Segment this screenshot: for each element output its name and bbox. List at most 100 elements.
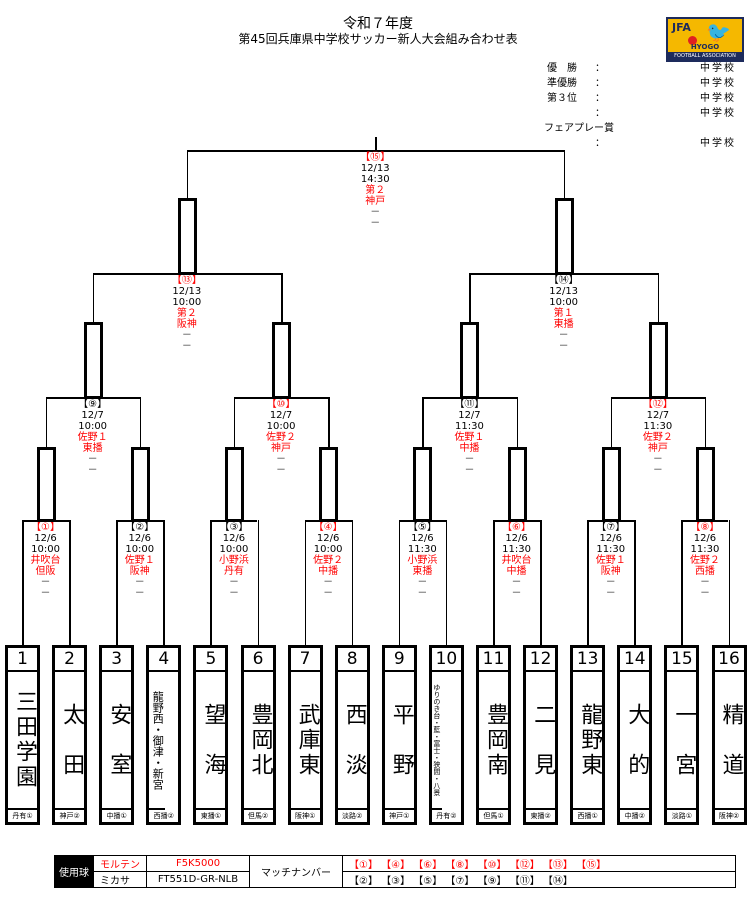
score-box — [130, 447, 150, 522]
match-score2: － — [276, 465, 287, 476]
score-box — [272, 322, 292, 399]
bracket-line — [516, 397, 519, 447]
score-box — [695, 447, 715, 522]
match-date: 12/13 — [549, 286, 579, 297]
match-score1: － — [417, 577, 428, 588]
match-score1: － — [605, 577, 616, 588]
bracket-line — [163, 520, 165, 645]
match-score1: － — [370, 207, 381, 218]
match-venue: 佐野１ — [595, 555, 626, 566]
score-box — [648, 322, 668, 399]
match-venue: 小野浜 — [407, 555, 438, 566]
match-no: 【⑤】 — [407, 522, 437, 533]
team-area: 西播② — [153, 812, 174, 820]
match-score1: － — [323, 577, 334, 588]
match-referee: 中播 — [318, 566, 339, 577]
red-match-numbers: 【①】 【④】 【⑥】 【⑧】 【⑩】 【⑫】 【⑬】 【⑮】 — [342, 855, 736, 872]
bracket-line — [233, 397, 236, 447]
match-referee: 東播 — [412, 566, 433, 577]
team-name: 武庫東 — [290, 672, 323, 810]
bracket-line — [45, 397, 48, 447]
match-venue: 佐野１ — [77, 432, 108, 443]
team-number: 14 — [620, 648, 650, 672]
match-referee: 神戸 — [271, 443, 292, 454]
team-name: 三田学園 — [8, 672, 40, 810]
bracket-line — [257, 520, 259, 645]
match-time: 11:30 — [596, 544, 626, 555]
team-area: 丹有① — [12, 812, 33, 820]
ball2-brand: ミカサ — [93, 871, 147, 888]
match-referee: 西播 — [694, 566, 715, 577]
team-name: 龍野西・御津・新宮 — [149, 672, 166, 810]
match-time: 10:00 — [313, 544, 343, 555]
result-school: 中学校 — [700, 108, 736, 119]
ball1-model: F5K5000 — [146, 855, 250, 872]
team-number: 5 — [196, 648, 226, 672]
match-date: 12/13 — [172, 286, 202, 297]
team-number: 10 — [431, 648, 461, 672]
match-date: 12/7 — [458, 410, 481, 421]
bracket-line — [304, 520, 307, 645]
bracket-line — [281, 273, 283, 323]
match-score2: － — [40, 588, 51, 599]
team-area: 阪神① — [294, 812, 316, 820]
team-name: 一 宮 — [667, 672, 700, 810]
match-date: 12/7 — [269, 410, 293, 421]
team-number: 1 — [8, 648, 37, 672]
match-score1: － — [276, 454, 287, 465]
bracket-line — [704, 397, 707, 447]
match-score2: － — [323, 588, 334, 599]
team-number: 3 — [102, 648, 132, 672]
team-number: 2 — [55, 648, 85, 672]
match-time: 11:30 — [690, 544, 720, 555]
match-no: 【④】 — [313, 522, 343, 533]
team-number: 8 — [337, 648, 367, 672]
bracket-line — [92, 273, 95, 323]
match-no: 【⑨】 — [78, 399, 108, 410]
match-venue: 第１ — [553, 308, 574, 319]
team-area: 淡路② — [342, 812, 363, 820]
team-number: 12 — [526, 648, 556, 672]
match-score1: － — [464, 454, 475, 465]
team-area: 中播① — [106, 812, 127, 820]
match-time: 10:00 — [219, 544, 249, 555]
match-referee: 中播 — [506, 566, 527, 577]
result-colon: ： — [595, 108, 605, 119]
logo-abbr: JFA — [672, 21, 691, 34]
match-no: 【⑮】 — [360, 152, 391, 163]
team-name: 豊岡南 — [479, 672, 511, 810]
team-name: 安 室 — [102, 672, 135, 810]
match-referee: 但阪 — [35, 566, 56, 577]
score-box — [177, 198, 197, 275]
match-no: 【⑬】 — [171, 275, 202, 286]
result-label: 第３位 — [547, 93, 577, 104]
bracket-line — [657, 273, 660, 323]
match-time: 10:00 — [78, 421, 108, 432]
match-score2: － — [558, 341, 569, 352]
jfa-hyogo-logo: JFA 🐦 HYOGO FOOTBALL ASSOCIATION — [666, 17, 744, 62]
match-score1: － — [134, 577, 145, 588]
team-name: 豊岡北 — [243, 672, 276, 810]
match-venue: 第２ — [365, 185, 386, 196]
match-date: 12/7 — [646, 410, 670, 421]
match-date: 12/13 — [360, 163, 390, 174]
match-score2: － — [464, 465, 475, 476]
bracket-line — [493, 520, 495, 645]
match-venue: 小野浜 — [218, 555, 249, 566]
match-date: 12/6 — [505, 533, 528, 544]
bracket-line — [210, 520, 212, 645]
bracket-line — [351, 520, 354, 645]
